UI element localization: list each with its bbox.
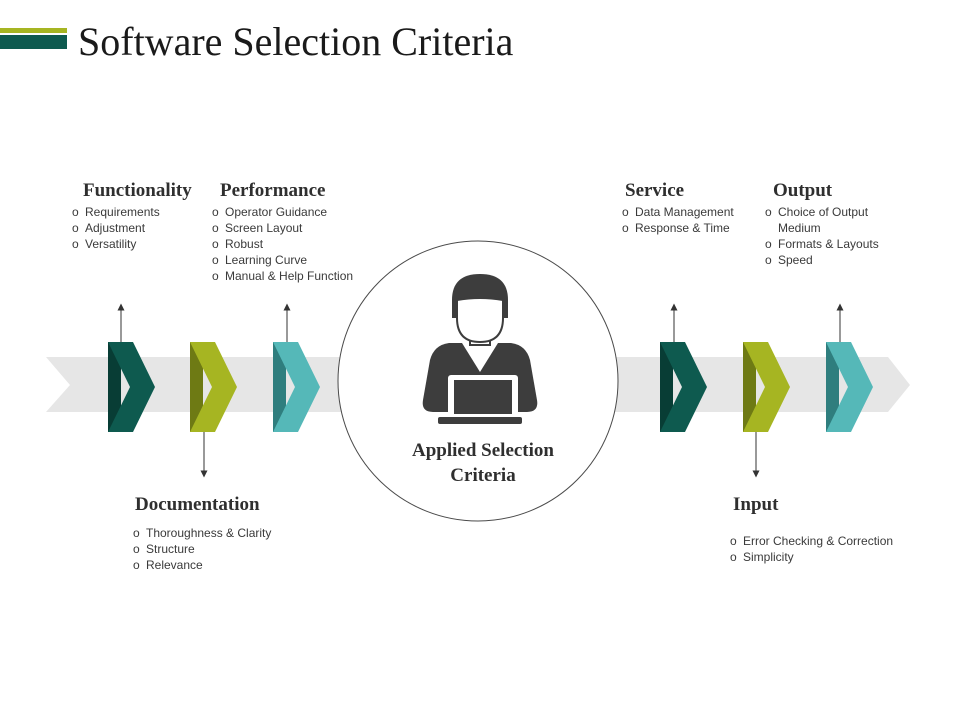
person-at-laptop-icon — [422, 274, 538, 424]
heading-documentation: Documentation — [135, 494, 260, 515]
list-item: Medium — [778, 221, 821, 235]
accent-bar-olive — [0, 28, 67, 33]
accent-bar-teal — [0, 35, 67, 49]
heading-functionality: Functionality — [83, 180, 192, 201]
page-title: Software Selection Criteria — [78, 19, 514, 64]
heading-output: Output — [773, 180, 833, 201]
chevron-functionality — [108, 342, 155, 432]
heading-input: Input — [733, 494, 779, 515]
center-label: Applied Selection Criteria — [412, 440, 554, 486]
chevron-output — [826, 342, 873, 432]
heading-performance: Performance — [220, 180, 326, 201]
chevron-service — [660, 342, 707, 432]
heading-service: Service — [625, 180, 685, 201]
chevron-documentation — [190, 342, 237, 432]
chevron-input — [743, 342, 790, 432]
chevron-performance — [273, 342, 320, 432]
title-accent-bar — [0, 28, 67, 50]
